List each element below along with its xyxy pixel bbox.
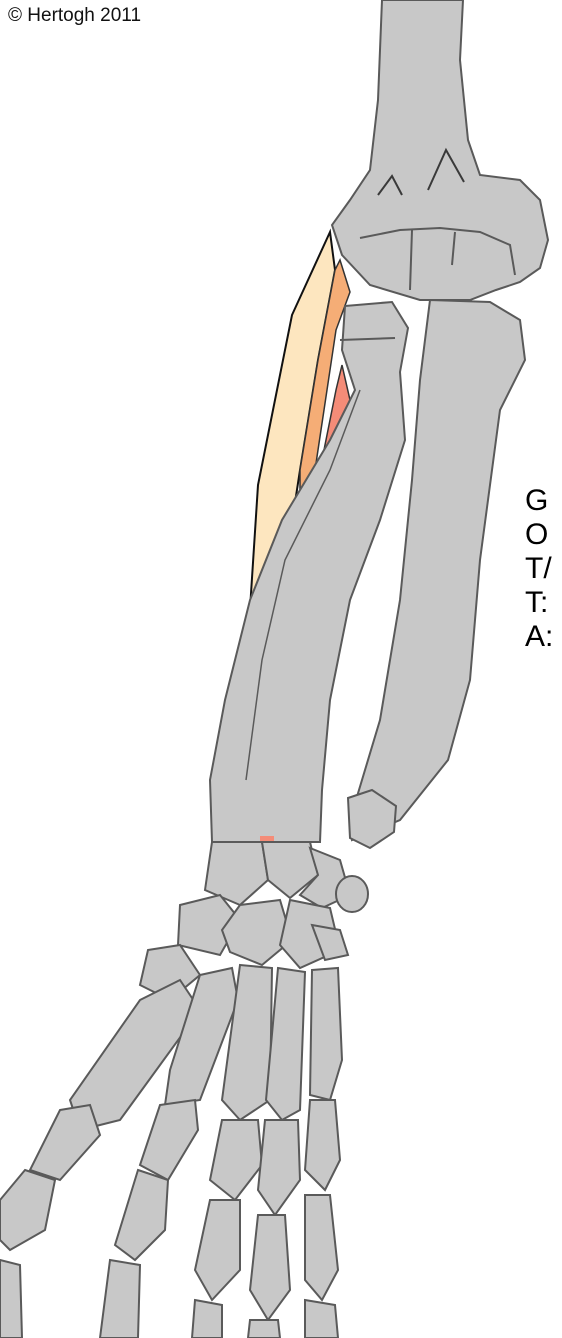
hand-bones (0, 965, 342, 1320)
info-labels: G O T/ T: A: (525, 484, 553, 654)
label-line-4: T: (525, 586, 553, 620)
label-line-3: T/ (525, 552, 553, 586)
label-line-2: O (525, 518, 553, 552)
humerus-bone (332, 0, 548, 300)
label-line-1: G (525, 484, 553, 518)
label-line-5: A: (525, 620, 553, 654)
